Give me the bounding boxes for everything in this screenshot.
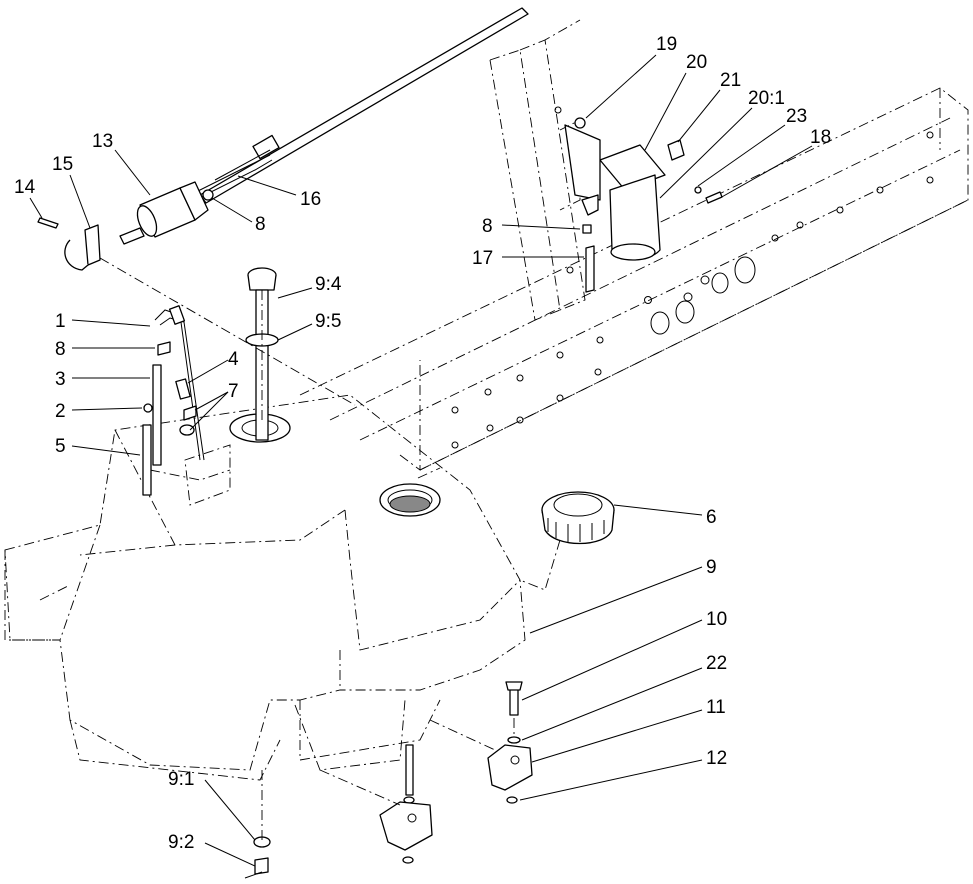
fuel-tank	[4, 394, 526, 781]
callout-8-pump: 8	[255, 214, 266, 235]
callout-11: 11	[706, 697, 726, 718]
fuel-cap	[519, 491, 615, 591]
callout-7: 7	[228, 381, 239, 402]
callout-9-4: 9:4	[315, 274, 342, 295]
fuel-line-rod	[199, 7, 529, 204]
callout-18: 18	[810, 127, 831, 148]
callout-14: 14	[14, 177, 36, 198]
callout-21: 21	[720, 70, 741, 91]
callout-2: 2	[55, 401, 66, 422]
mount-hardware-left	[379, 744, 433, 864]
vent-components	[142, 305, 205, 496]
callout-19: 19	[656, 34, 677, 55]
callout-20: 20	[686, 52, 707, 73]
callout-labels: 1 8 3 2 5 4 7 9:4 9:5 6 9 10 22 11 12 13…	[14, 34, 831, 853]
callout-13: 13	[92, 131, 113, 152]
callout-16: 16	[300, 189, 321, 210]
callout-9-5: 9:5	[315, 311, 341, 332]
callout-23: 23	[786, 106, 807, 127]
callout-8-left: 8	[55, 339, 66, 360]
assembly-lines	[99, 257, 515, 840]
callout-15: 15	[52, 154, 73, 175]
clamp	[37, 217, 101, 271]
frame-rail	[299, 87, 969, 471]
callout-9: 9	[706, 557, 717, 578]
callout-5: 5	[55, 436, 66, 457]
drain-fittings	[244, 836, 271, 879]
callout-3: 3	[55, 369, 66, 390]
callout-1: 1	[55, 311, 66, 332]
fuel-filter-assembly	[564, 117, 723, 293]
callout-17: 17	[472, 248, 493, 269]
callout-9-2: 9:2	[168, 832, 194, 853]
callout-6: 6	[706, 507, 717, 528]
callout-9-1: 9:1	[168, 769, 194, 790]
callout-4: 4	[228, 349, 239, 370]
leader-lines	[29, 54, 813, 867]
callout-8-filter: 8	[482, 216, 493, 237]
fuel-pump	[119, 181, 214, 245]
mount-hardware-right	[487, 681, 533, 804]
callout-10: 10	[706, 609, 727, 630]
bracket-post	[489, 19, 586, 321]
callout-12: 12	[706, 748, 727, 769]
callout-20-1: 20:1	[748, 88, 785, 109]
callout-22: 22	[706, 653, 727, 674]
